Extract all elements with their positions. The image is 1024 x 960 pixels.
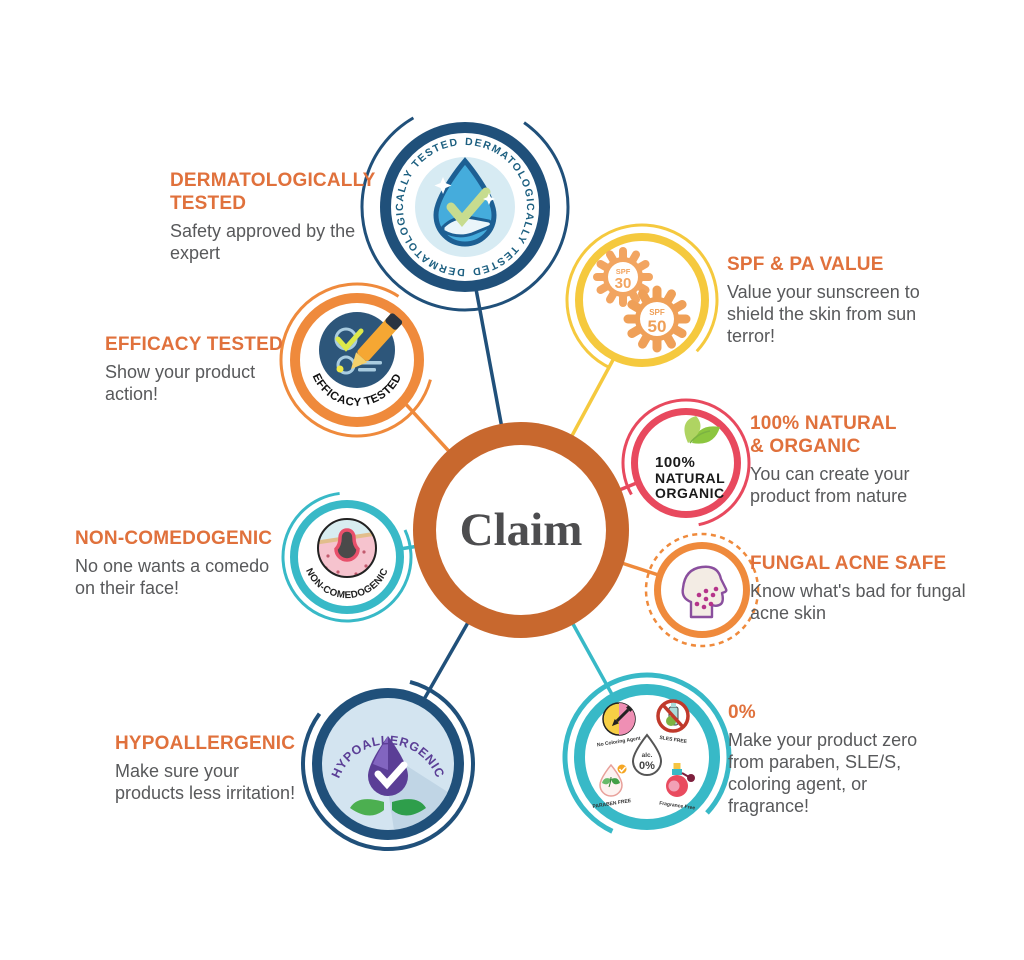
svg-text:No Coloring Agent: No Coloring Agent [597, 736, 642, 749]
item-description: Make sure your products less irritation! [115, 760, 296, 803]
center-claim-circle: Claim [413, 422, 629, 638]
paraben-free-icon: PARABEN FREE [592, 763, 632, 810]
svg-text:SPF: SPF [616, 267, 631, 276]
svg-text:30: 30 [615, 275, 632, 292]
badge-zero-percent: No Coloring Agent SLES FREE alc. 0% [574, 684, 720, 830]
dermatologically-tested-icon: DERMATOLOGICALLY TESTED DERMATOLOGICALLY… [394, 136, 535, 278]
svg-text:SPF: SPF [649, 308, 665, 317]
svg-text:Fragrance Free: Fragrance Free [659, 801, 696, 812]
text-block-hypoallergenic: HYPOALLERGENIC Make sure your products l… [115, 733, 315, 805]
center-claim-inner: Claim [436, 445, 606, 615]
badge-spf-pa-value: SPF 30 SPF 50 [575, 233, 709, 367]
comedo-skin-icon: NON-COMEDOGENIC [303, 518, 390, 601]
svg-text:ORGANIC: ORGANIC [655, 485, 725, 501]
item-description: Show your product action! [105, 361, 256, 404]
svg-text:SLES FREE: SLES FREE [659, 735, 688, 745]
text-block-efficacy-tested: EFFICACY TESTED Show your product action… [105, 334, 290, 406]
hypoallergenic-drop-icon: HYPOALLERGENIC [329, 733, 454, 830]
center-label: Claim [459, 504, 583, 556]
item-title: DERMATOLOGICALLY TESTED [170, 170, 376, 214]
badge-dermatologically-tested: DERMATOLOGICALLY TESTED DERMATOLOGICALLY… [380, 122, 550, 292]
item-description: Safety approved by the expert [170, 220, 356, 263]
item-description: Make your product zero from paraben, SLE… [728, 729, 918, 816]
svg-text:NATURAL: NATURAL [655, 470, 725, 486]
face-acne-icon [681, 565, 728, 619]
svg-text:PARABEN FREE: PARABEN FREE [592, 798, 632, 810]
item-title: SPF & PA VALUE [727, 254, 884, 275]
badge-natural-organic: 100% NATURAL ORGANIC [631, 408, 741, 518]
text-block-non-comedogenic: NON-COMEDOGENIC No one wants a comedo on… [75, 528, 290, 600]
text-block-spf-pa-value: SPF & PA VALUE Value your sunscreen to s… [727, 254, 945, 348]
badge-fungal-acne-safe [654, 542, 750, 638]
text-block-fungal-acne-safe: FUNGAL ACNE SAFE Know what's bad for fun… [750, 553, 980, 625]
item-description: Know what's bad for fungal acne skin [750, 580, 966, 623]
svg-text:0%: 0% [639, 760, 655, 772]
item-title: NON-COMEDOGENIC [75, 528, 273, 549]
text-block-dermatologically-tested: DERMATOLOGICALLY TESTED Safety approved … [170, 170, 395, 265]
no-coloring-agent-icon: No Coloring Agent [597, 702, 642, 749]
item-title: FUNGAL ACNE SAFE [750, 553, 947, 574]
item-title: 100% NATURAL & ORGANIC [750, 413, 897, 457]
sles-free-icon: SLES FREE [656, 699, 690, 745]
item-description: No one wants a comedo on their face! [75, 555, 270, 598]
badge-hypoallergenic: HYPOALLERGENIC [312, 688, 464, 840]
spf-suns-icon: SPF 30 SPF 50 [593, 247, 691, 353]
efficacy-checklist-icon: EFFICACY TESTED [310, 312, 404, 409]
badge-non-comedogenic: NON-COMEDOGENIC [290, 500, 404, 614]
zero-percent-icons: No Coloring Agent SLES FREE alc. 0% [592, 699, 696, 812]
item-description: Value your sunscreen to shield the skin … [727, 281, 920, 346]
text-block-zero-percent: 0% Make your product zero from paraben, … [728, 702, 938, 818]
svg-text:alc.: alc. [642, 752, 653, 759]
alcohol-free-icon: alc. 0% [631, 733, 663, 776]
fragrance-free-icon: Fragrance Free [659, 763, 696, 812]
svg-text:50: 50 [648, 317, 667, 336]
item-title: 0% [728, 702, 756, 723]
item-title: HYPOALLERGENIC [115, 733, 296, 754]
natural-organic-leaves-icon: 100% NATURAL ORGANIC [655, 416, 725, 501]
text-block-natural-organic: 100% NATURAL & ORGANIC You can create yo… [750, 413, 950, 508]
item-title: EFFICACY TESTED [105, 334, 283, 355]
badge-efficacy-tested: EFFICACY TESTED [290, 293, 424, 427]
svg-text:100%: 100% [655, 454, 695, 471]
item-description: You can create your product from nature [750, 463, 910, 506]
